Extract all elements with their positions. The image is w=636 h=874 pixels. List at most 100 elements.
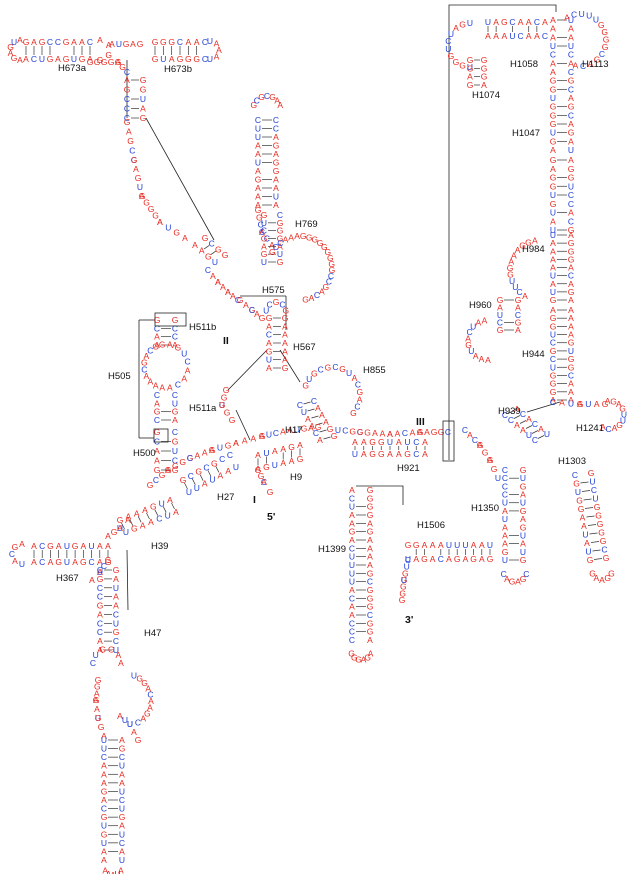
nucleotide: G xyxy=(195,467,202,477)
nucleotide: C xyxy=(219,454,225,464)
nucleotide: G xyxy=(491,464,498,474)
nucleotide: A xyxy=(538,424,544,434)
nucleotide: C xyxy=(227,450,233,460)
nucleotide: C xyxy=(131,155,137,165)
nucleotide: A xyxy=(372,428,378,438)
nucleotide: A xyxy=(255,200,261,210)
nucleotide: A xyxy=(514,404,520,414)
nucleotide: A xyxy=(261,241,267,251)
nucleotide: G xyxy=(339,364,346,374)
nucleotide: A xyxy=(17,55,23,65)
nucleotide: G xyxy=(568,362,575,372)
nucleotide: A xyxy=(349,485,355,495)
nucleotide: A xyxy=(352,373,358,383)
nucleotide: G xyxy=(131,155,138,165)
nucleotide: G xyxy=(520,522,527,532)
nucleotide: G xyxy=(87,57,94,67)
nucleotide: A xyxy=(550,238,556,248)
nucleotide: G xyxy=(550,387,557,397)
nucleotide: A xyxy=(72,557,78,567)
nucleotide: C xyxy=(542,31,548,41)
nucleotide: A xyxy=(140,104,146,114)
nucleotide: A xyxy=(280,458,286,468)
nucleotide: U xyxy=(520,473,526,483)
nucleotide: G xyxy=(255,205,262,215)
nucleotide: G xyxy=(568,254,575,264)
nucleotide: U xyxy=(64,557,70,567)
nucleotide: U xyxy=(209,475,215,485)
nucleotide: A xyxy=(349,585,355,595)
nucleotide: C xyxy=(172,427,178,437)
nucleotide: A xyxy=(319,287,325,297)
nucleotide: C xyxy=(172,332,178,342)
nucleotide: G xyxy=(123,39,130,49)
nucleotide: A xyxy=(243,300,249,310)
nucleotide: G xyxy=(327,253,334,263)
nucleotide: C xyxy=(273,124,279,134)
nucleotide: A xyxy=(182,233,188,243)
nucleotide: G xyxy=(367,593,374,603)
nucleotide: U xyxy=(11,37,17,47)
connector-domain2-left xyxy=(227,349,268,391)
nucleotide: G xyxy=(266,346,273,356)
nucleotide: U xyxy=(207,36,213,46)
nucleotide: U xyxy=(568,41,574,51)
nucleotide: G xyxy=(328,259,335,269)
nucleotide: U xyxy=(131,671,137,681)
nucleotide: U xyxy=(446,540,452,550)
nucleotide: U xyxy=(255,124,261,134)
base-pair xyxy=(513,415,521,419)
nucleotide: A xyxy=(479,540,485,550)
nucleotide: C xyxy=(89,557,95,567)
nucleotide: A xyxy=(167,495,173,505)
nucleotide: A xyxy=(106,40,112,50)
nucleotide: G xyxy=(288,442,295,452)
nucleotide: G xyxy=(357,427,364,437)
nucleotide: A xyxy=(148,696,154,706)
nucleotide: G xyxy=(101,57,108,67)
base-pair xyxy=(580,481,589,484)
nucleotide: U xyxy=(172,398,178,408)
connector-h1241 xyxy=(526,401,561,413)
nucleotide: G xyxy=(39,37,46,47)
nucleotide: A xyxy=(261,477,267,487)
nucleotide: A xyxy=(115,650,121,660)
nucleotide: C xyxy=(571,10,577,20)
nucleotide: G xyxy=(322,282,329,292)
nucleotide: A xyxy=(515,325,521,335)
nucleotide: G xyxy=(401,575,408,585)
nucleotide: U xyxy=(582,530,588,540)
nucleotide: G xyxy=(63,54,70,64)
nucleotide: G xyxy=(550,371,557,381)
nucleotide: A xyxy=(550,164,556,174)
nucleotide: C xyxy=(502,473,508,483)
nucleotide: G xyxy=(223,385,230,395)
connector-domain2-down xyxy=(235,409,251,441)
nucleotide: A xyxy=(274,95,280,105)
nucleotide: G xyxy=(148,204,155,214)
nucleotide: C xyxy=(264,234,270,244)
nucleotide: A xyxy=(287,425,293,435)
nucleotide: C xyxy=(472,435,478,445)
nucleotide: A xyxy=(430,554,436,564)
nucleotide: C xyxy=(119,795,125,805)
nucleotide: A xyxy=(481,80,487,90)
nucleotide: G xyxy=(369,437,376,447)
nucleotide: G xyxy=(165,465,172,475)
base-pair xyxy=(583,498,592,501)
nucleotide: G xyxy=(550,379,557,389)
nucleotide: G xyxy=(159,339,166,349)
nucleotide: G xyxy=(520,481,527,491)
nucleotide: G xyxy=(127,136,134,146)
nucleotide: C xyxy=(177,37,183,47)
nucleotide: G xyxy=(97,574,104,584)
nucleotide: G xyxy=(259,313,266,323)
nucleotide: U xyxy=(445,44,451,54)
nucleotide: G xyxy=(515,295,522,305)
nucleotide: U xyxy=(495,473,501,483)
nucleotide: U xyxy=(101,838,107,848)
nucleotide: A xyxy=(273,149,279,159)
nucleotide: A xyxy=(134,508,140,518)
nucleotide: G xyxy=(594,502,601,512)
